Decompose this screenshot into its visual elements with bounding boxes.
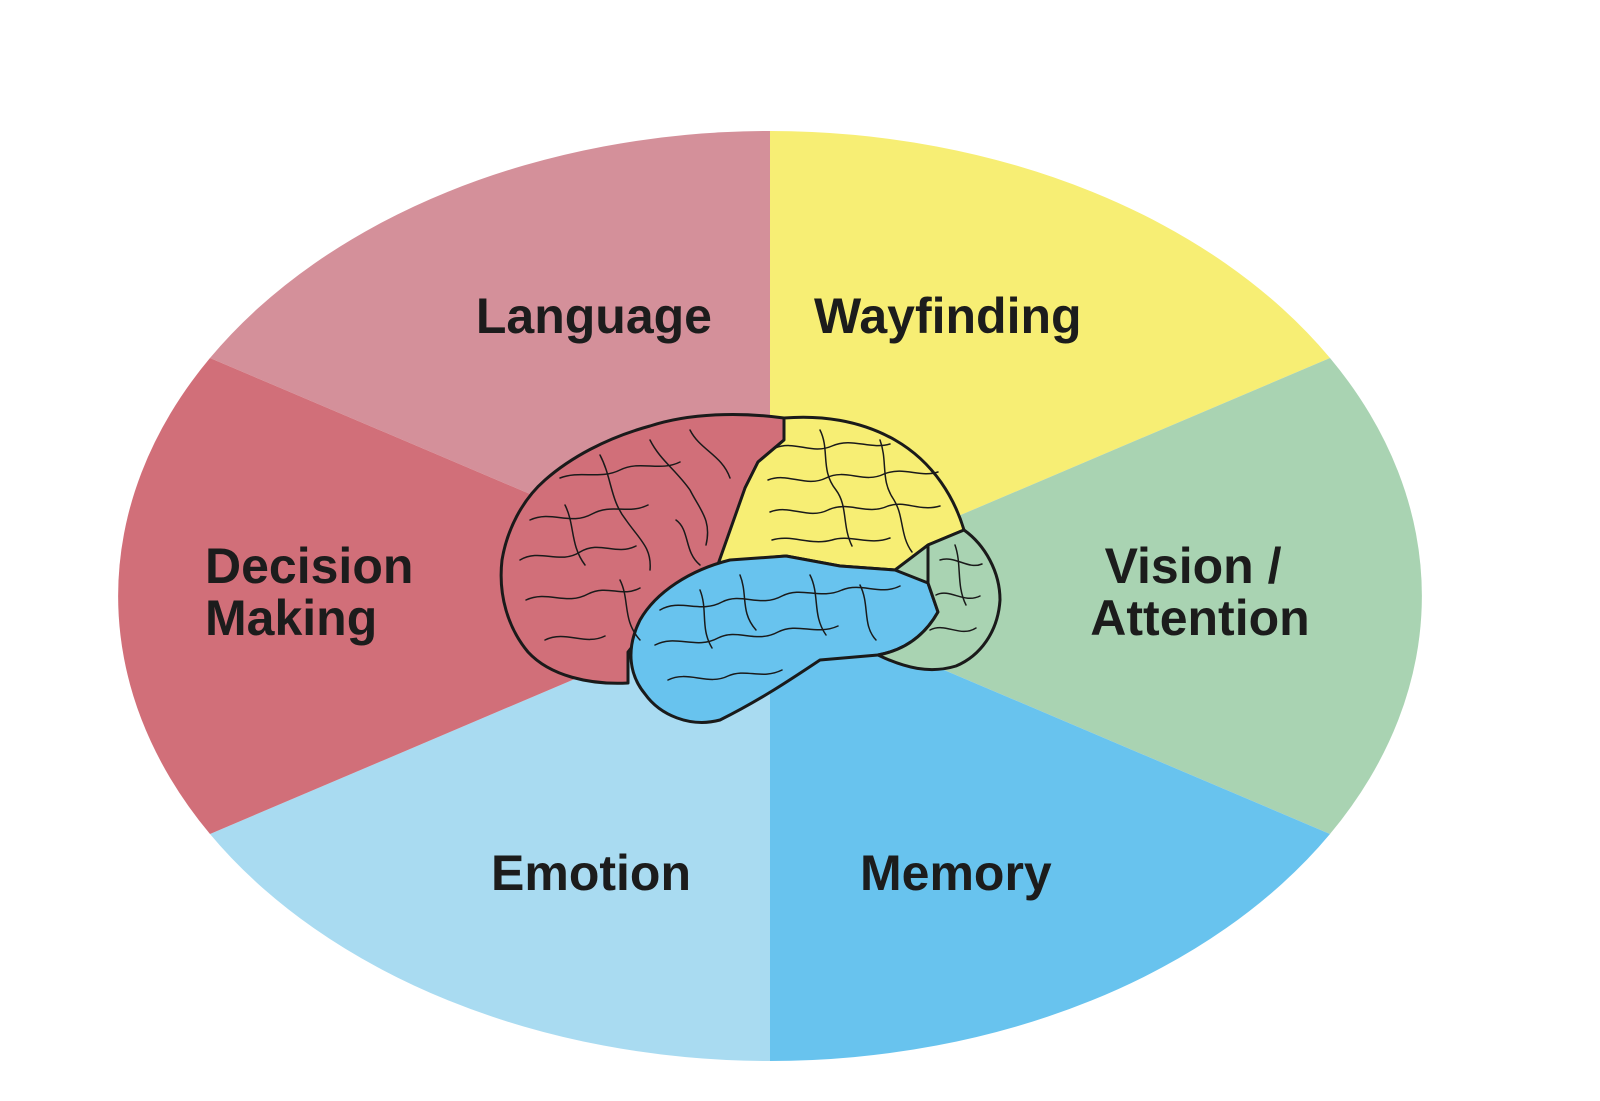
segment-vision-attention [770, 358, 1422, 834]
label-wayfinding: Wayfinding [814, 288, 1082, 344]
label-vision-attention: Vision / Attention [1090, 538, 1309, 646]
segment-labels: Language Wayfinding Vision / Attention M… [205, 288, 1310, 901]
label-decision-making: Decision Making [205, 538, 427, 646]
brain-folds [519, 429, 983, 681]
label-emotion: Emotion [491, 845, 691, 901]
segment-emotion [210, 596, 770, 1061]
segment-decision-making [118, 358, 770, 834]
brain-lobe-boundary [785, 555, 929, 584]
label-language: Language [476, 288, 712, 344]
brain-illustration [499, 413, 1002, 724]
label-memory: Memory [860, 845, 1052, 901]
segment-memory [770, 596, 1330, 1061]
